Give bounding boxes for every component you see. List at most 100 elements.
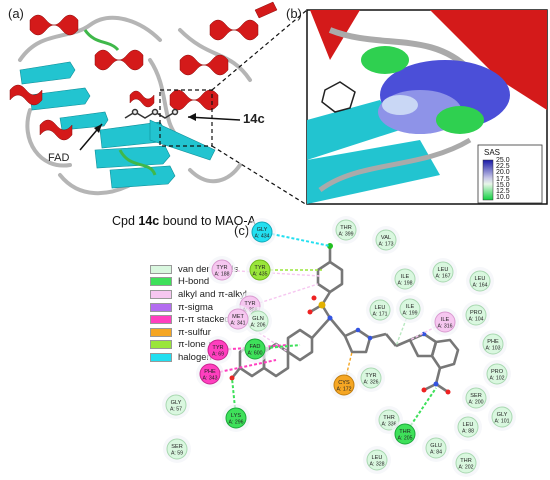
sas-tick: 20.0 [496,169,510,177]
residue-name: THR [340,225,352,231]
residue-number: A: 104 [469,317,484,323]
residue-name: LEU [372,455,383,461]
residue-number: A: 103 [486,346,501,352]
residue-circle [378,409,400,431]
residue-number: A: 326 [364,380,379,386]
residue-name: LEU [438,267,449,273]
residue-circle [335,219,357,241]
legend-swatch [150,340,172,350]
caption: Cpd 14c bound to MAO-A [112,214,256,228]
residue-number: A: 172 [337,387,352,393]
legend-label: alkyl and π-alkyl [178,288,247,300]
fad-label: FAD [48,152,70,164]
residue-number: A: 328 [370,462,385,468]
residue-name: THR [399,429,411,435]
residue-number: A: 206 [251,323,266,329]
residue-circle [244,338,266,360]
residue-circle [432,261,454,283]
legend-label: π-lone pair [178,339,225,351]
residue-circle [225,407,247,429]
residue-number: A: 434 [255,234,270,240]
residue-circle [469,270,491,292]
residue-name: PRO [491,369,504,375]
sas-tick: 10.0 [496,194,510,202]
residue-name: LEU [375,305,386,311]
residue-circle [455,452,477,474]
residue-circle [211,259,233,281]
residue-number: A: 84 [430,450,442,456]
ligand-label: 14c [243,111,265,126]
residue-circle [434,311,456,333]
legend-item: alkyl and π-alkyl [150,288,247,301]
sas-tick: 15.0 [496,181,510,189]
legend-swatch [150,315,172,325]
residue-circle [166,438,188,460]
residue-name: LEU [463,422,474,428]
residue-circle [360,367,382,389]
alpha-helices [9,1,278,141]
residue-name: LYS [231,413,241,419]
sas-title: SAS [484,148,501,157]
residue-circle [366,449,388,471]
residue-name: SER [470,393,482,399]
residue-circle [482,333,504,355]
residue-number: A: 57 [170,407,182,413]
sas-tick: 12.5 [496,188,510,196]
residue-number: A: 188 [215,272,230,278]
residue-number: A: 341 [231,321,246,327]
coil-strands [18,15,252,196]
legend-item: π-lone pair [150,339,247,352]
residue-circle [394,423,416,445]
residue-name: GLU [430,443,442,449]
residue-name: GLN [252,316,264,322]
legend-item: halogen [150,351,247,364]
residue-number: A: 173 [379,242,394,248]
residue-name: VAL [381,235,391,241]
residue-number: A: 202 [459,465,474,471]
residue-name: PHE [487,339,499,345]
legend-label: halogen [178,351,212,363]
residue-name: TYR [212,345,223,351]
sas-tick: 22.5 [496,163,510,171]
residue-number: A: 198 [398,281,413,287]
legend-label: H-bond [178,276,210,288]
residue-name: ILE [406,304,415,310]
residue-number: A: 600 [248,351,263,357]
legend-swatch [150,302,172,312]
residue-circle [249,259,271,281]
residue-number: A: 167 [436,274,451,280]
residue-number: A: 88 [462,429,474,435]
sas-tick: 25.0 [496,157,510,164]
caption-prefix: Cpd [112,214,139,228]
panel-label-a: (a) [8,6,24,21]
residue-number: A: 316 [438,324,453,330]
residue-circle [491,406,513,428]
residue-number: A: 59 [171,451,183,457]
legend-item: π-sigma [150,301,247,314]
residue-circle [465,387,487,409]
residue-number: A: 101 [495,419,510,425]
residue-name: MET [232,314,244,320]
residue-name: TYR [254,265,265,271]
residue-name: TYR [365,373,376,379]
legend-label: π-sigma [178,301,214,313]
residue-number: A: 199 [403,311,418,317]
zoomed-binding-site [306,9,548,205]
